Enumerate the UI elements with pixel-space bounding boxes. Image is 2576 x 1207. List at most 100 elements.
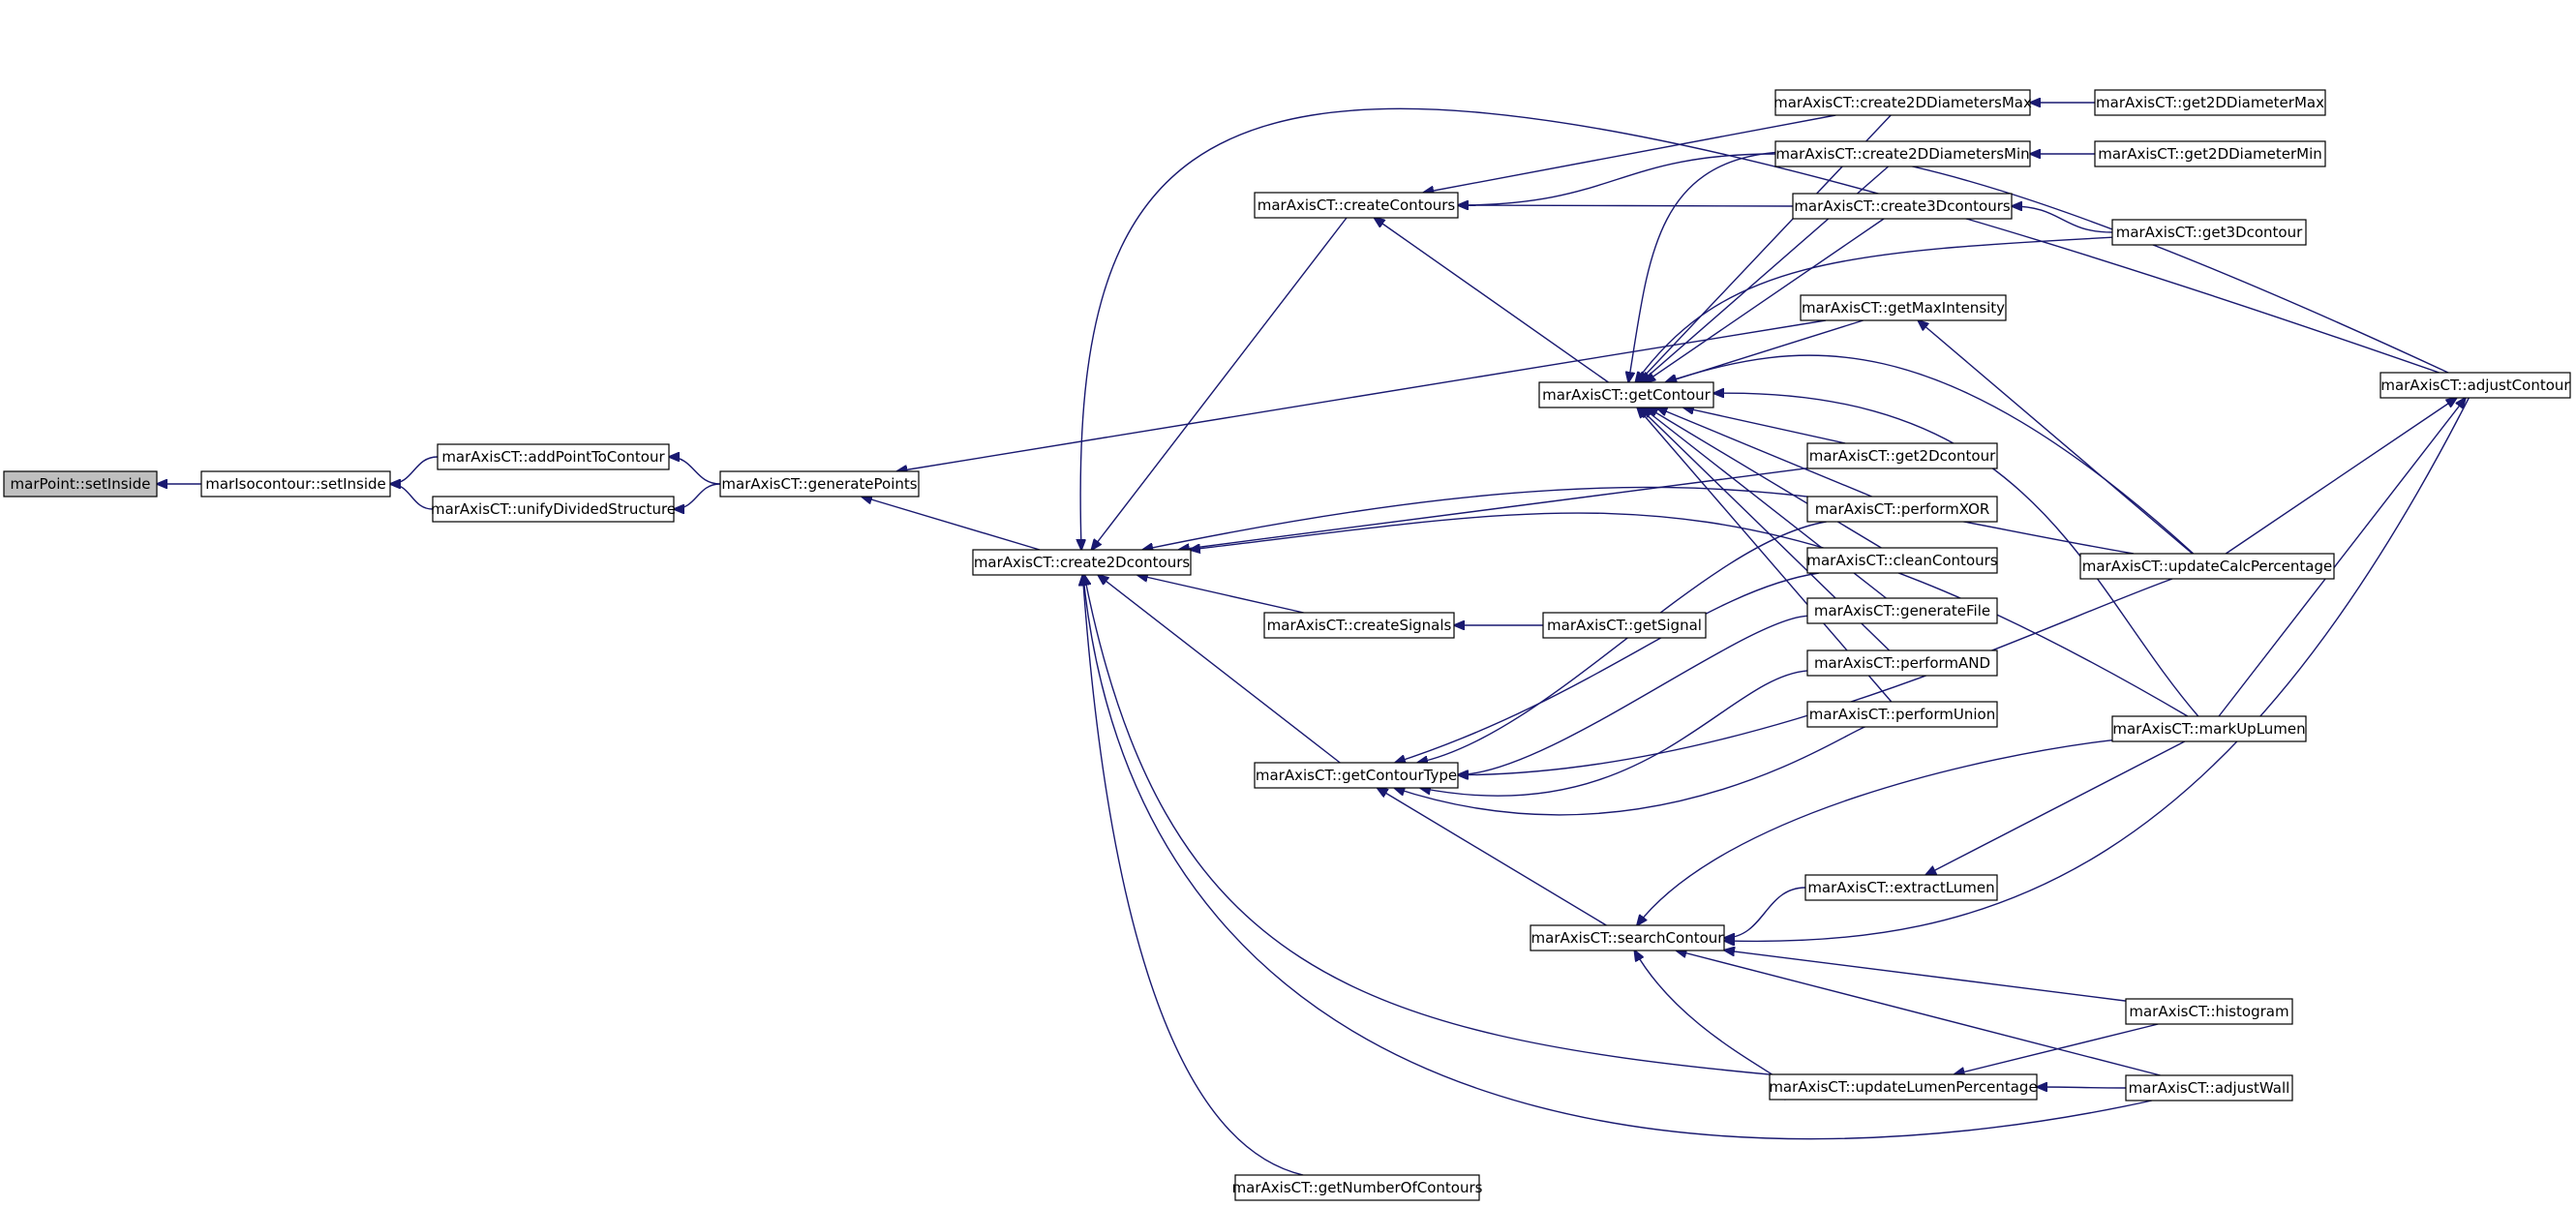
node-box	[2125, 1074, 2293, 1101]
node-label: marAxisCT::get2Dcontour	[1809, 447, 1996, 465]
node-setInsidePoint[interactable]: marPoint::setInside	[3, 470, 158, 498]
edge-createSignals-to-create2Dcontours	[1137, 575, 1304, 614]
node-box	[719, 470, 920, 498]
edge-performXOR-to-getContourType	[1417, 521, 1827, 763]
edge-get3Dcontour-to-create3Dcontours	[2012, 206, 2113, 233]
edge-cleanContours-to-getContourType	[1395, 572, 1820, 763]
node-cleanContours[interactable]: marAxisCT::cleanContours	[1806, 547, 1998, 574]
node-box	[1774, 89, 2031, 116]
edge-histogram-to-searchContour	[1724, 951, 2127, 1002]
edge-adjustContour-to-create2Dcontours	[1080, 107, 2440, 550]
edge-searchContour-to-getContourType	[1378, 788, 1607, 926]
node-label: marAxisCT::get3Dcontour	[2116, 224, 2303, 241]
edge-performUnion-to-getContourType	[1394, 726, 1865, 816]
edge-getNumberOfContours-to-create2Dcontours	[1082, 575, 1304, 1176]
node-createContours[interactable]: marAxisCT::createContours	[1254, 192, 1459, 219]
node-performXOR[interactable]: marAxisCT::performXOR	[1806, 496, 1998, 523]
node-box	[1804, 874, 1998, 901]
node-label: marAxisCT::createContours	[1258, 196, 1456, 214]
node-box	[1530, 924, 1725, 951]
node-label: marAxisCT::get2DDiameterMin	[2098, 145, 2322, 163]
node-getContourType[interactable]: marAxisCT::getContourType	[1254, 762, 1459, 789]
node-label: marAxisCT::performAND	[1814, 654, 1990, 672]
node-box	[2111, 219, 2307, 246]
node-box	[1263, 612, 1455, 639]
node-adjustContour[interactable]: marAxisCT::adjustContour	[2379, 372, 2571, 399]
node-label: marAxisCT::adjustWall	[2129, 1079, 2290, 1097]
node-setInsideIso[interactable]: marIsocontour::setInside	[200, 470, 391, 498]
node-get2Dcontour[interactable]: marAxisCT::get2Dcontour	[1806, 442, 1998, 469]
node-label: marAxisCT::histogram	[2129, 1003, 2288, 1020]
node-label: marAxisCT::extractLumen	[1807, 879, 1994, 896]
node-label: marAxisCT::get2DDiameterMax	[2096, 94, 2324, 111]
node-extractLumen[interactable]: marAxisCT::extractLumen	[1804, 874, 1998, 901]
edge-histogram-to-updateLumenPercentage	[1955, 1023, 2159, 1074]
node-label: marAxisCT::create2DDiametersMin	[1775, 145, 2029, 163]
node-generateFile[interactable]: marAxisCT::generateFile	[1806, 597, 1998, 624]
node-create2Dcontours[interactable]: marAxisCT::create2Dcontours	[972, 549, 1192, 576]
node-box	[1806, 442, 1998, 469]
node-label: marPoint::setInside	[11, 475, 151, 493]
node-create3Dcontours[interactable]: marAxisCT::create3Dcontours	[1792, 193, 2013, 220]
node-markUpLumen[interactable]: marAxisCT::markUpLumen	[2111, 715, 2307, 742]
node-label: marAxisCT::addPointToContour	[441, 448, 665, 466]
node-histogram[interactable]: marAxisCT::histogram	[2125, 998, 2293, 1025]
node-searchContour[interactable]: marAxisCT::searchContour	[1530, 924, 1725, 951]
edge-performAND-to-getContourType	[1420, 670, 1808, 797]
node-label: marAxisCT::getContour	[1542, 386, 1712, 404]
edge-create2DDiametersMin-to-createContours	[1458, 153, 1776, 205]
node-updateLumenPercentage[interactable]: marAxisCT::updateLumenPercentage	[1769, 1073, 2038, 1101]
node-box	[1538, 381, 1714, 408]
node-box	[1774, 140, 2031, 167]
node-label: marAxisCT::generateFile	[1814, 602, 1990, 619]
node-label: marAxisCT::getContourType	[1256, 767, 1457, 784]
edge-adjustWall-to-searchContour	[1676, 951, 2161, 1076]
edge-getContourType-to-create2Dcontours	[1098, 575, 1341, 764]
edge-markUpLumen-to-extractLumen	[1925, 740, 2186, 875]
edge-adjustContour-to-getContour	[1628, 150, 2449, 382]
node-label: marAxisCT::searchContour	[1531, 929, 1725, 947]
node-box	[1542, 612, 1707, 639]
node-addPointToContour[interactable]: marAxisCT::addPointToContour	[437, 443, 670, 470]
edge-updateCalcPercentage-to-getMaxIntensity	[1918, 320, 2194, 555]
node-box	[1806, 597, 1998, 624]
node-get2DDiameterMax[interactable]: marAxisCT::get2DDiameterMax	[2094, 89, 2326, 116]
node-adjustWall[interactable]: marAxisCT::adjustWall	[2125, 1074, 2293, 1101]
node-box	[1806, 701, 1998, 728]
node-box	[1254, 192, 1459, 219]
node-box	[2094, 140, 2326, 167]
edge-extractLumen-to-searchContour	[1724, 887, 1806, 938]
node-box	[2094, 89, 2326, 116]
node-box	[972, 549, 1192, 576]
edge-generatePoints-to-unifyDividedStructure	[674, 483, 721, 509]
node-performUnion[interactable]: marAxisCT::performUnion	[1806, 701, 1998, 728]
node-getSignal[interactable]: marAxisCT::getSignal	[1542, 612, 1707, 639]
edge-updateLumenPercentage-to-create2Dcontours	[1084, 575, 1771, 1075]
node-performAND[interactable]: marAxisCT::performAND	[1806, 649, 1998, 677]
edge-performXOR-to-getContour	[1656, 407, 1872, 498]
node-box	[1254, 762, 1459, 789]
node-box	[1806, 547, 1998, 574]
node-label: marAxisCT::create3Dcontours	[1794, 197, 2011, 215]
edge-updateCalcPercentage-to-create2Dcontours	[1142, 486, 2135, 555]
node-label: marAxisCT::performUnion	[1809, 706, 1995, 723]
node-label: marAxisCT::getSignal	[1547, 617, 1702, 634]
edge-markUpLumen-to-searchContour	[1637, 739, 2113, 925]
node-getMaxIntensity[interactable]: marAxisCT::getMaxIntensity	[1800, 294, 2007, 321]
edge-create2DDiametersMax-to-createContours	[1423, 114, 1836, 193]
node-label: marAxisCT::getMaxIntensity	[1802, 299, 2005, 317]
node-label: marAxisCT::create2DDiametersMax	[1773, 94, 2032, 111]
node-getContour[interactable]: marAxisCT::getContour	[1538, 381, 1714, 408]
node-get2DDiameterMin[interactable]: marAxisCT::get2DDiameterMin	[2094, 140, 2326, 167]
node-create2DDiametersMin[interactable]: marAxisCT::create2DDiametersMin	[1774, 140, 2031, 167]
node-getNumberOfContours[interactable]: marAxisCT::getNumberOfContours	[1232, 1174, 1483, 1201]
node-unifyDividedStructure[interactable]: marAxisCT::unifyDividedStructure	[431, 496, 676, 523]
node-updateCalcPercentage[interactable]: marAxisCT::updateCalcPercentage	[2079, 553, 2335, 580]
node-create2DDiametersMax[interactable]: marAxisCT::create2DDiametersMax	[1773, 89, 2032, 116]
node-get3Dcontour[interactable]: marAxisCT::get3Dcontour	[2111, 219, 2307, 246]
node-createSignals[interactable]: marAxisCT::createSignals	[1263, 612, 1455, 639]
node-layer: marPoint::setInside marIsocontour::setIns…	[3, 89, 2571, 1201]
node-box	[1769, 1073, 2038, 1101]
node-generatePoints[interactable]: marAxisCT::generatePoints	[719, 470, 920, 498]
